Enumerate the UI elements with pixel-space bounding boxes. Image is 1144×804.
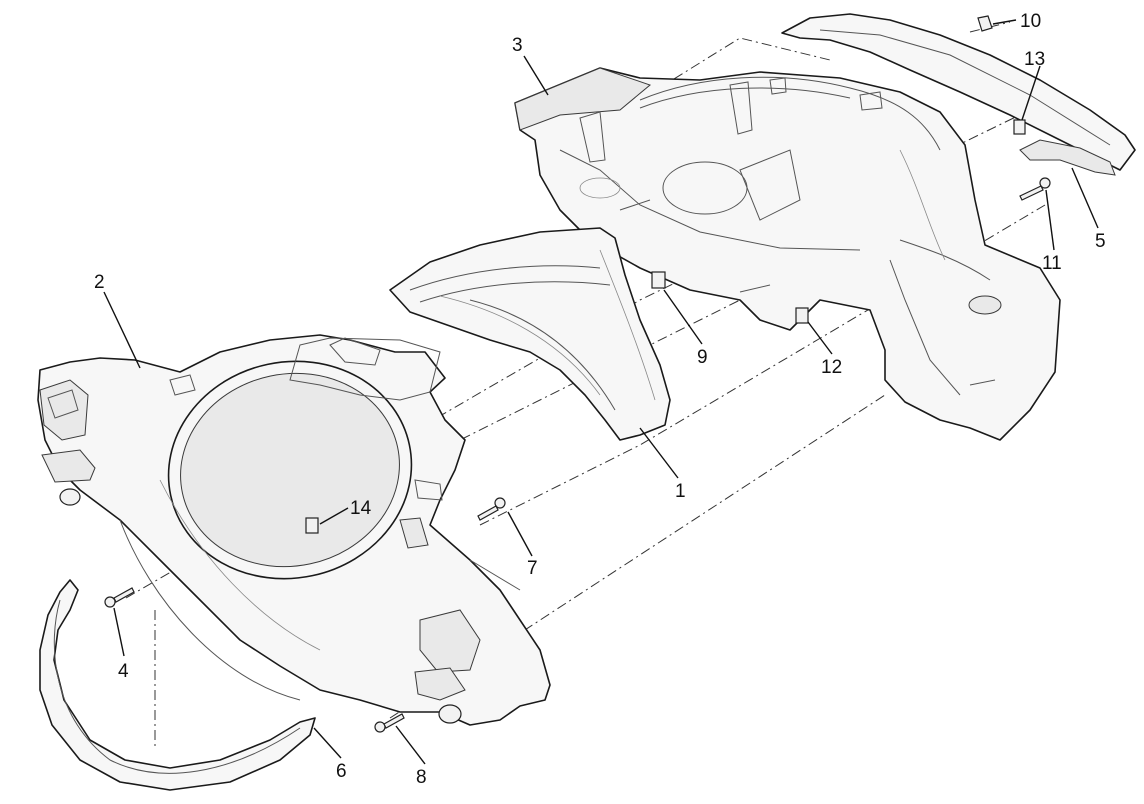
clip-12 [795, 307, 809, 324]
part-3-rear-cover [514, 67, 1061, 441]
screw-4 [104, 587, 135, 608]
callout-12: 12 [821, 357, 842, 378]
callout-3: 3 [512, 35, 523, 56]
screw-8 [374, 713, 405, 733]
callout-7: 7 [527, 558, 538, 579]
callout-11: 11 [1042, 253, 1062, 274]
part-2-front-cover [37, 334, 551, 726]
hardware [104, 15, 1051, 733]
callout-5: 5 [1095, 231, 1106, 252]
clip-13 [1013, 119, 1026, 135]
leader-lines [103, 19, 1099, 765]
callout-1: 1 [675, 481, 686, 502]
clip-14 [305, 517, 319, 534]
callout-9: 9 [697, 347, 708, 368]
callout-13: 13 [1024, 49, 1045, 70]
callouts: 2 3 1 4 5 6 7 8 9 10 11 12 13 14 [94, 11, 1106, 788]
screw-7 [477, 497, 506, 521]
callout-2: 2 [94, 272, 105, 293]
part-6-lower-trim [39, 579, 316, 791]
callout-6: 6 [336, 761, 347, 782]
callout-14: 14 [350, 498, 372, 519]
callout-4: 4 [118, 661, 129, 682]
callout-10: 10 [1020, 11, 1041, 32]
clip-10 [977, 15, 993, 32]
part-5-trim-strip [781, 13, 1136, 176]
part-1-center-panel [389, 227, 671, 441]
screw-11 [1019, 177, 1051, 201]
callout-8: 8 [416, 767, 427, 788]
clip-9 [651, 271, 666, 289]
